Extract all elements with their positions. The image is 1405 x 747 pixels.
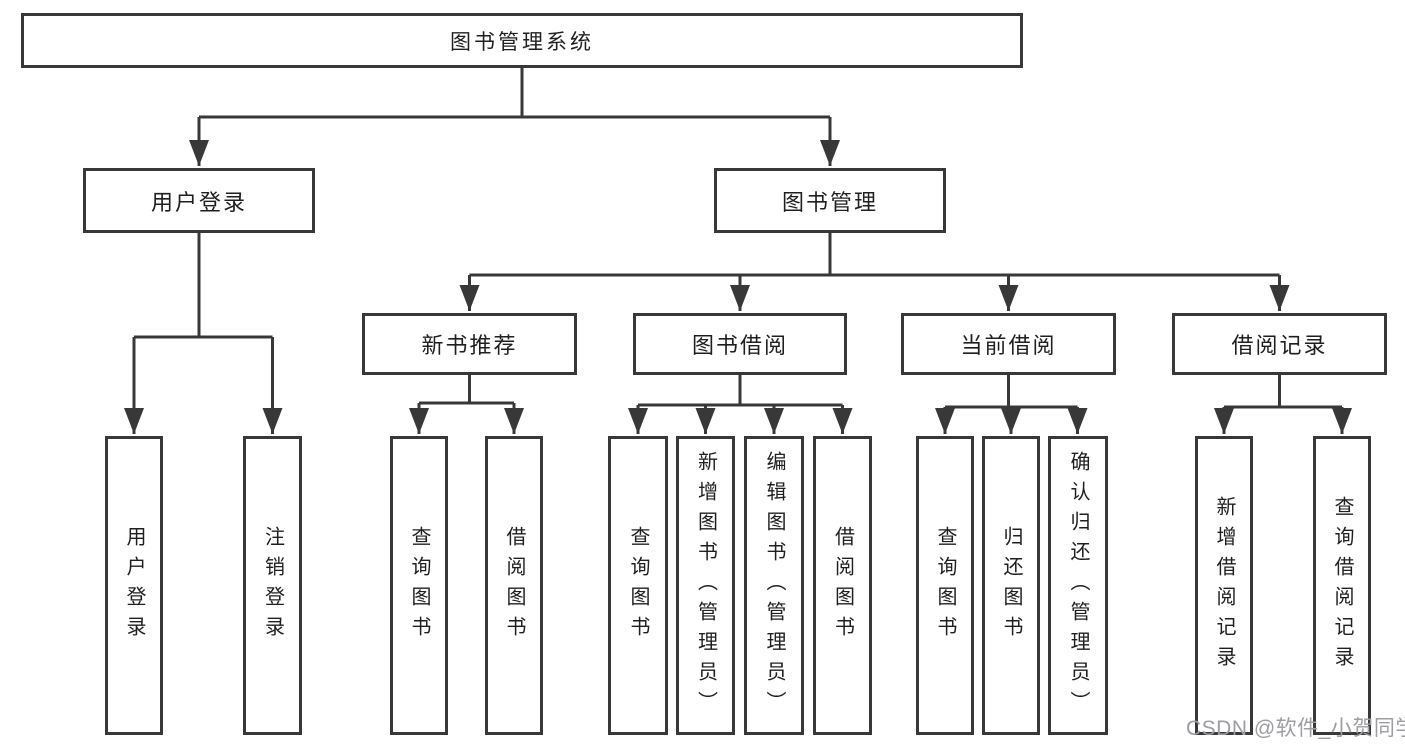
node-book-borrow: 图书借阅 [633,313,847,375]
leaf-nbr-query-books-label: 查询图书 [408,525,430,646]
leaf-br-query-record-label: 查询借阅记录 [1331,495,1353,676]
node-new-book-recommend: 新书推荐 [362,313,577,375]
leaf-cb-return-books-label: 归还图书 [1000,525,1022,646]
node-root-system: 图书管理系统 [21,13,1023,68]
csdn-watermark: CSDN @软件_小贺同学 [1186,717,1405,740]
edge-nbr-trunk [419,375,514,405]
node-borrow-records: 借阅记录 [1172,313,1387,375]
leaf-cb-query-books-label: 查询图书 [934,525,956,646]
leaf-bb-borrow-books: 借阅图书 [813,436,872,735]
leaf-br-add-record-label: 新增借阅记录 [1213,495,1235,676]
leaf-logout-label: 注销登录 [261,525,284,646]
leaf-cb-return-books: 归还图书 [982,436,1040,735]
leaf-bb-borrow-books-label: 借阅图书 [831,525,854,646]
node-user-login-branch: 用户登录 [83,168,315,233]
leaf-bb-add-books-admin-label: 新增图书（管理员） [694,450,717,721]
edge-root-trunk [199,68,830,119]
edge-bm-trunk [469,233,1280,277]
leaf-user-login: 用户登录 [105,436,163,735]
leaf-cb-query-books: 查询图书 [916,436,974,735]
leaf-bb-query-books-label: 查询图书 [627,525,649,646]
leaf-logout: 注销登录 [243,436,302,735]
leaf-nbr-borrow-books: 借阅图书 [485,436,543,735]
leaf-cb-confirm-return-admin-label: 确认归还（管理员） [1067,450,1089,721]
leaf-user-login-label: 用户登录 [123,525,145,646]
leaf-bb-edit-books-admin-label: 编辑图书（管理员） [763,450,785,721]
leaf-nbr-borrow-books-label: 借阅图书 [503,525,525,646]
leaf-br-add-record: 新增借阅记录 [1195,436,1253,735]
leaf-br-query-record: 查询借阅记录 [1313,436,1371,735]
leaf-bb-edit-books-admin: 编辑图书（管理员） [744,436,804,735]
leaf-nbr-query-books: 查询图书 [390,436,448,735]
edge-ul-trunk [134,233,273,339]
leaf-bb-add-books-admin: 新增图书（管理员） [676,436,735,735]
leaf-cb-confirm-return-admin: 确认归还（管理员） [1048,436,1108,735]
edge-bb-trunk [638,375,843,407]
node-book-management-branch: 图书管理 [714,168,946,233]
edge-br-trunk [1224,375,1342,409]
edge-cb-trunk [945,375,1078,409]
leaf-bb-query-books: 查询图书 [608,436,668,735]
node-current-borrow: 当前借阅 [901,313,1116,375]
